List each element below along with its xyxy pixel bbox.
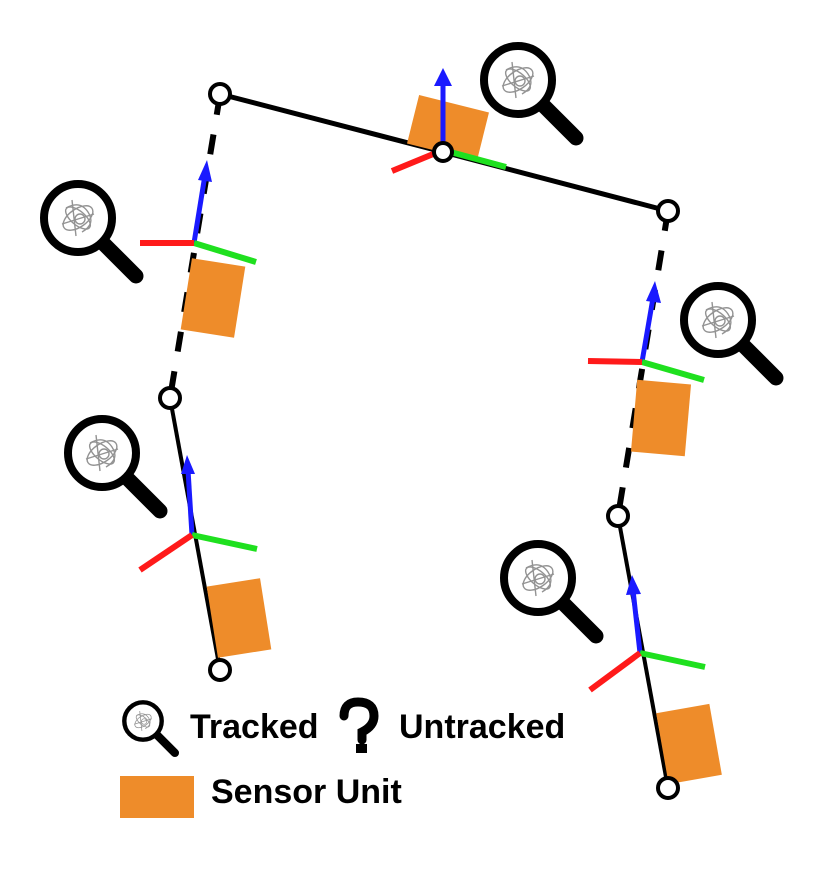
joint-right-shoulder <box>656 199 680 223</box>
magnifier-icon <box>504 544 596 636</box>
legend-sensor-unit-swatch <box>120 776 194 818</box>
joint-neck <box>432 141 454 163</box>
sensor-unit-right-upper-arm <box>630 379 692 457</box>
question-mark-icon <box>339 697 379 753</box>
joint-right-hand <box>656 776 680 800</box>
joint-left-elbow <box>158 386 182 410</box>
magnifier-icon <box>484 46 576 138</box>
legend-untracked-label: Untracked <box>399 708 565 746</box>
shoulder-line-left <box>219 91 444 155</box>
sensor-unit-right-forearm <box>656 703 722 785</box>
right-upper-arm-bone <box>615 210 671 517</box>
frame-left-upper-arm <box>140 160 257 265</box>
magnifier-icon <box>44 184 136 276</box>
frame-right-upper-arm <box>587 281 705 383</box>
frame-right-forearm <box>588 575 706 693</box>
joints <box>158 82 680 800</box>
magnifier-icon <box>684 286 776 378</box>
frame-left-forearm <box>138 455 258 573</box>
sensor-units <box>180 95 722 785</box>
sensor-unit-neck <box>407 95 489 161</box>
joint-left-shoulder <box>208 82 232 106</box>
legend-sensor-unit-label: Sensor Unit <box>211 773 402 811</box>
legend-tracked-icon <box>124 702 175 753</box>
legend: Tracked Untracked Sensor Unit <box>120 697 565 818</box>
magnifier-icon <box>68 419 160 511</box>
sensor-unit-left-forearm <box>206 578 272 658</box>
left-upper-arm-bone <box>167 94 223 399</box>
legend-tracked-label: Tracked <box>190 708 319 746</box>
joint-right-elbow <box>606 504 630 528</box>
coordinate-frames <box>138 68 706 693</box>
sensor-unit-left-upper-arm <box>180 258 246 338</box>
joint-left-hand <box>208 658 232 682</box>
